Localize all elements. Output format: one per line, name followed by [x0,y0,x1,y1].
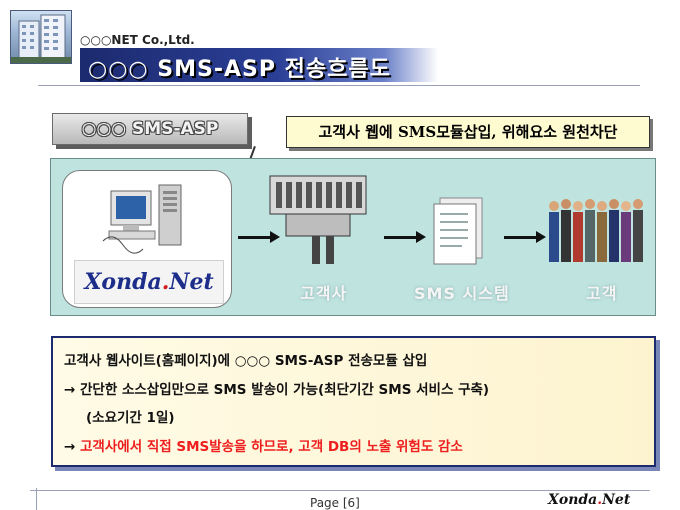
title-bar [80,48,438,82]
brand-left: Xonda [84,269,162,295]
page-title: ○○○ SMS-ASP 전송흐름도 [88,57,391,82]
description-arrow: → [64,439,76,455]
company-building-photo [10,10,72,64]
asp-label-box: ○○○ SMS-ASP [52,113,248,145]
flow-arrow-2 [384,231,426,243]
flow-arrow-1 [238,231,280,243]
brand-right: Net [169,269,214,295]
footer-xonda-net-logo: Xonda.Net [548,492,630,508]
flow-arrow-3 [504,231,546,243]
customer-company-building-icon [266,170,370,270]
footer-left-bar [36,488,37,510]
customers-group-icon [546,196,650,268]
footer-divider [30,490,650,491]
description-box [51,336,656,467]
customers-label: 고객 [586,284,618,303]
description-line-4: → 고객사에서 직접 SMS발송을 하므로, 고객 DB의 노출 위험도 감소 [64,435,463,455]
footer-brand-right: Net [602,492,631,508]
callout-box: 고객사 웹에 SMS모듈삽입, 위해요소 원천차단 [286,116,650,148]
description-warning-text: 고객사에서 직접 SMS발송을 하므로, 고객 DB의 노출 위험도 감소 [80,439,463,455]
description-line-1: 고객사 웹사이트(홈페이지)에 ○○○ SMS-ASP 전송모듈 삽입 [64,353,428,369]
description-line-2: → 간단한 소스삽입만으로 SMS 발송이 가능(최단기간 SMS 서비스 구축… [64,382,490,398]
header-divider [38,85,640,86]
sms-system-document-icon [428,196,488,268]
xonda-net-logo: Xonda.Net [74,260,224,304]
footer-brand-left: Xonda [548,492,598,508]
brand-dot: . [161,269,170,295]
description-line-3: (소요기간 1일) [86,410,175,426]
footer-brand-dot: . [597,492,603,508]
company-name: ○○○NET Co.,Ltd. [80,33,195,47]
page-number: Page [6] [310,496,360,510]
customer-company-label: 고객사 [300,284,348,303]
sms-system-label: SMS 시스템 [414,284,510,303]
